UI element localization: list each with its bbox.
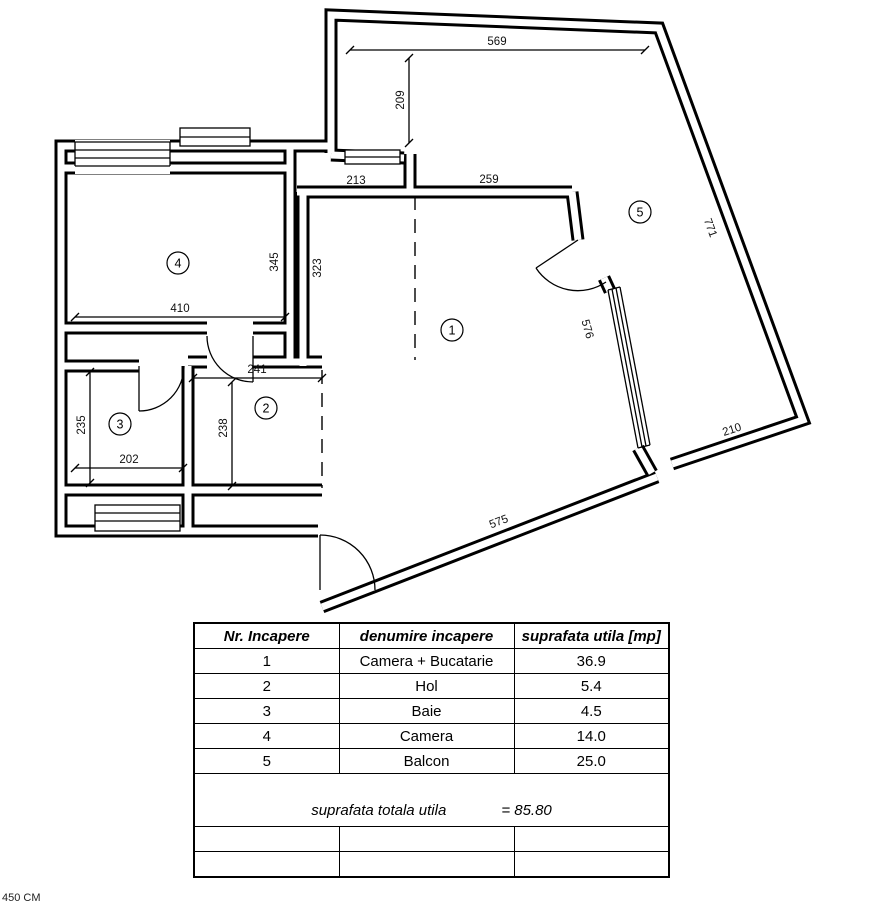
room-number-2: 2 [263, 402, 270, 416]
dim-label-771: 771 [701, 217, 719, 239]
cell-room-area: 5.4 [513, 673, 670, 699]
room-marker-4: 4 [166, 251, 190, 275]
room-marker-3: 3 [108, 412, 132, 436]
cell-room-nr: 5 [193, 748, 340, 774]
room-number-5: 5 [637, 206, 644, 220]
room-markers: 1 2 3 4 5 [108, 200, 652, 436]
header-suprafata: suprafata utila [mp] [513, 622, 670, 649]
dim-label-576: 576 [578, 318, 595, 340]
room-number-3: 3 [117, 418, 124, 432]
table-total-row: suprafata totala utila = 85.80 [194, 773, 669, 827]
room-marker-1: 1 [440, 318, 464, 342]
dim-label-241: 241 [247, 364, 266, 376]
dim-label-210: 210 [721, 421, 743, 438]
dimension-lines [70, 45, 650, 491]
table-row: 1 Camera + Bucatarie 36.9 [193, 648, 670, 674]
doors [138, 239, 607, 591]
dim-label-235: 235 [76, 415, 88, 434]
dim-label-202: 202 [119, 454, 138, 466]
cell-room-nr: 2 [193, 673, 340, 699]
cell-room-nr: 3 [193, 698, 340, 724]
table-header-row: Nr. Incapere denumire incapere suprafata… [193, 622, 670, 649]
dim-label-213: 213 [346, 175, 365, 187]
room-marker-5: 5 [628, 200, 652, 224]
dim-label-410: 410 [170, 303, 189, 315]
table-empty-row [193, 851, 670, 878]
door-arc [138, 365, 185, 412]
table-row: 3 Baie 4.5 [193, 698, 670, 724]
dim-label-259: 259 [479, 174, 498, 186]
dim-label-238: 238 [218, 418, 230, 437]
cell-room-area: 36.9 [513, 648, 670, 674]
table-empty-row [193, 826, 670, 852]
dim-label-323: 323 [312, 258, 324, 277]
window-symbols [74, 127, 651, 532]
door-arc [206, 335, 254, 383]
cell-room-area: 14.0 [513, 723, 670, 749]
table-row: 2 Hol 5.4 [193, 673, 670, 699]
cell-room-name: Baie [338, 698, 515, 724]
cell-room-nr: 4 [193, 723, 340, 749]
header-nr-incapere: Nr. Incapere [193, 622, 340, 649]
dimension-labels: 569 209 213 259 771 345 323 410 576 2 41 … [76, 36, 743, 531]
dim-label-209: 209 [395, 90, 407, 109]
room-number-4: 4 [175, 257, 182, 271]
cell-room-area: 4.5 [513, 698, 670, 724]
dim-label-345: 345 [269, 252, 281, 271]
table-row: 4 Camera 14.0 [193, 723, 670, 749]
header-denumire: denumire incapere [338, 622, 515, 649]
window-icon [607, 286, 651, 449]
door-arc [319, 534, 376, 591]
door-leaf [535, 239, 579, 269]
room-number-1: 1 [449, 324, 456, 338]
cell-room-name: Camera + Bucatarie [338, 648, 515, 674]
cell-room-name: Balcon [338, 748, 515, 774]
total-value: = 85.80 [501, 802, 552, 819]
room-marker-2: 2 [254, 396, 278, 420]
cell-room-area: 25.0 [513, 748, 670, 774]
opening-dashed-lines [321, 196, 416, 488]
cell-room-name: Hol [338, 673, 515, 699]
floor-plan: 569 209 213 259 771 345 323 410 576 2 41 … [0, 0, 873, 618]
window-icon [94, 504, 181, 532]
door-arc [535, 267, 607, 292]
cell-room-name: Camera [338, 723, 515, 749]
table-row: 5 Balcon 25.0 [193, 748, 670, 774]
cell-room-nr: 1 [193, 648, 340, 674]
total-label: suprafata totala utila [311, 802, 447, 819]
dim-label-569: 569 [487, 36, 506, 48]
window-icon [75, 140, 170, 174]
rooms-table: Nr. Incapere denumire incapere suprafata… [193, 622, 670, 878]
scale-note: 450 CM [2, 892, 41, 904]
